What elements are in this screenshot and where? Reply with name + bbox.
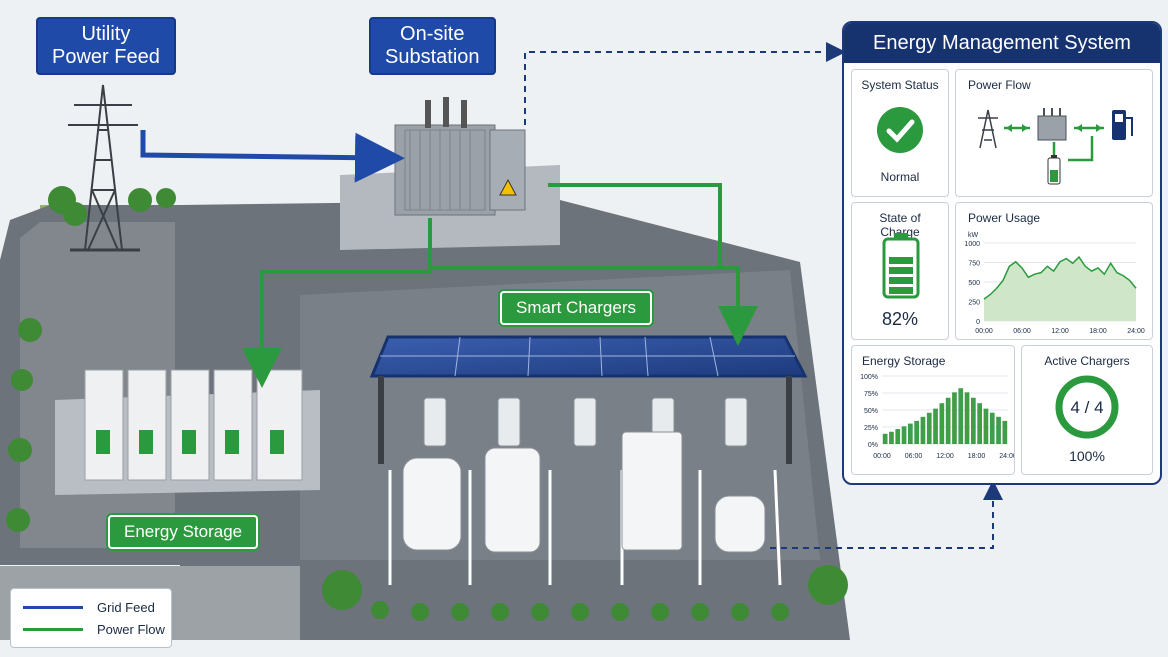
energy-storage-bar: [882, 433, 888, 444]
active-chargers-title: Active Chargers: [1044, 354, 1130, 368]
energy-storage-x-tick: 00:00: [873, 453, 891, 460]
power-usage-area: [984, 257, 1136, 321]
check-circle-icon: [877, 107, 923, 153]
charger-icon: [1112, 110, 1133, 140]
energy-storage-x-tick: 18:00: [968, 453, 986, 460]
power-usage-card: Power Usage kW 1000 750 500 250 0 00:00 06:00 12…: [955, 202, 1153, 340]
battery-level-icon: [882, 233, 920, 299]
energy-storage-y-tick: 75%: [864, 391, 878, 398]
transformer-icon: [1037, 108, 1067, 141]
power-usage-x-tick: 00:00: [975, 328, 993, 335]
soc-level-bar: [889, 287, 913, 294]
power-usage-title: Power Usage: [968, 211, 1041, 225]
system-status-value: Normal: [880, 170, 920, 184]
legend-swatch-grid-feed: [23, 605, 83, 609]
solar-canopy: [369, 335, 808, 464]
soc-level-bar: [889, 257, 913, 264]
energy-storage-label: Energy Storage: [108, 515, 259, 549]
energy-storage-bar: [977, 403, 982, 444]
energy-storage-bar: [908, 423, 913, 444]
trees: [6, 186, 848, 621]
power-usage-chart: kW 1000 750 500 250 0 00:00 06:00 12:00 18:00 24:0…: [964, 232, 1145, 335]
active-chargers-value: 4 / 4: [1070, 398, 1104, 417]
power-usage-x-tick: 18:00: [1089, 328, 1107, 335]
power-usage-x-tick: 06:00: [1013, 328, 1031, 335]
energy-storage-bar: [933, 408, 938, 444]
legend-item-grid-feed: Grid Feed: [23, 597, 155, 617]
energy-storage-bar: [914, 420, 919, 444]
energy-storage-bar: [952, 392, 957, 444]
battery-storage: [55, 369, 320, 495]
energy-storage-bar: [920, 416, 926, 444]
transmission-tower: [68, 84, 140, 252]
energy-storage-bar: [939, 403, 945, 444]
power-flow-lines: [242, 183, 758, 388]
power-flow-diagram: [978, 108, 1133, 185]
active-chargers-percent: 100%: [1069, 448, 1105, 464]
energy-storage-bar: [945, 397, 951, 444]
system-status-title: System Status: [861, 78, 939, 92]
vehicles: [402, 431, 766, 553]
energy-storage-y-tick: 0%: [868, 442, 878, 449]
energy-storage-chart: 100% 75% 50% 25% 0% 00:00 06:00 12:00 18:00 24:00: [860, 374, 1014, 460]
smart-chargers-label: Smart Chargers: [500, 291, 652, 325]
energy-storage-card: Energy Storage 100% 75% 50% 25% 0% 00:00 06:00…: [851, 345, 1015, 475]
power-usage-x-tick: 12:00: [1051, 328, 1069, 335]
energy-storage-y-tick: 25%: [864, 425, 878, 432]
ems-title: Energy Management System: [844, 23, 1160, 63]
energy-storage-x-tick: 06:00: [905, 453, 923, 460]
power-usage-y-tick: 500: [968, 280, 980, 287]
energy-storage-bar: [996, 416, 1001, 444]
energy-storage-bar: [889, 431, 894, 444]
energy-storage-bar: [926, 412, 932, 444]
ems-panel: Energy Management System System Status N…: [842, 21, 1162, 485]
active-chargers-card: Active Chargers 4 / 4 100%: [1021, 345, 1153, 475]
energy-storage-bar: [989, 412, 995, 444]
soc-level-bar: [889, 277, 913, 284]
substation: [340, 97, 560, 250]
energy-storage-y-tick: 50%: [864, 408, 878, 415]
power-usage-unit: kW: [968, 232, 979, 239]
energy-storage-title: Energy Storage: [862, 354, 946, 368]
energy-storage-bar: [901, 426, 907, 444]
power-flow-card: Power Flow: [955, 69, 1153, 197]
state-of-charge-title: State of Charge: [879, 211, 921, 239]
ems-link-bottom: [770, 480, 1003, 549]
energy-storage-bar: [958, 388, 964, 444]
energy-storage-x-tick: 24:00: [999, 453, 1014, 460]
power-usage-x-tick: 24:00: [1127, 328, 1145, 335]
legend-label-power-flow: Power Flow: [97, 621, 165, 637]
system-status-card: System Status Normal: [851, 69, 949, 197]
legend-item-power-flow: Power Flow: [23, 619, 165, 639]
soc-level-bar: [889, 267, 913, 274]
power-usage-y-tick: 250: [968, 300, 980, 307]
active-chargers-ring: [1055, 375, 1119, 439]
utility-power-feed-label: Utility Power Feed: [36, 17, 176, 75]
energy-storage-bar: [1002, 420, 1008, 444]
power-usage-y-tick: 1000: [964, 241, 980, 248]
tower-icon: [978, 109, 998, 149]
ems-link-top: [524, 42, 846, 125]
state-of-charge-value: 82%: [881, 309, 919, 329]
energy-storage-y-tick: 100%: [860, 374, 878, 381]
state-of-charge-card: State of Charge 82%: [851, 202, 949, 340]
power-usage-y-tick: 750: [968, 261, 980, 268]
energy-storage-x-tick: 12:00: [936, 453, 954, 460]
substation-label: On-site Substation: [369, 17, 496, 75]
energy-storage-bar: [964, 392, 970, 444]
energy-storage-bar: [895, 429, 901, 444]
power-usage-line: [983, 255, 1137, 300]
legend: Grid Feed Power Flow: [10, 588, 172, 648]
power-flow-title: Power Flow: [968, 78, 1031, 92]
energy-storage-bar: [971, 397, 976, 444]
grid-feed-line: [140, 130, 405, 183]
power-usage-y-tick: 0: [976, 319, 980, 326]
battery-icon: [1047, 155, 1061, 185]
legend-swatch-power-flow: [23, 627, 83, 631]
legend-label-grid-feed: Grid Feed: [97, 599, 155, 615]
energy-storage-bar: [983, 408, 989, 444]
